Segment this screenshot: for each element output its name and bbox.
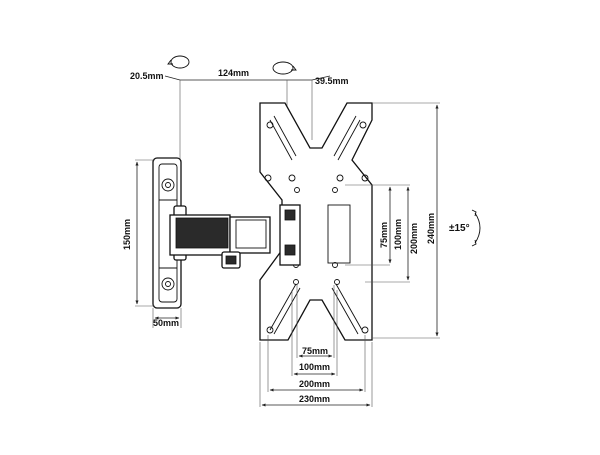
dim-200-vertical-label: 200mm (409, 223, 419, 254)
tilt-arrow-icon (471, 209, 481, 247)
dim-240-label: 240mm (426, 213, 436, 244)
dim-75-horizontal-label: 75mm (302, 346, 328, 356)
dim-39-5-label: 39.5mm (315, 76, 349, 86)
dim-75-vertical-label: 75mm (379, 222, 389, 248)
dim-50-label: 50mm (153, 318, 179, 328)
bottom-dimension-lines (259, 285, 373, 407)
dim-100-vertical-label: 100mm (393, 219, 403, 250)
dim-50-lines (152, 308, 182, 328)
right-dimension-lines (345, 102, 440, 339)
dim-124-label: 124mm (218, 68, 249, 78)
dim-100-horizontal-label: 100mm (299, 362, 330, 372)
dim-20-5-label: 20.5mm (130, 71, 164, 81)
dim-230-label: 230mm (299, 394, 330, 404)
dim-150-label: 150mm (122, 219, 132, 250)
dim-150-lines (135, 159, 155, 307)
swivel-arrow-icon-left (167, 55, 190, 69)
swivel-arrow-icon-right (272, 61, 297, 75)
swivel-arm (169, 205, 271, 269)
dim-200-horizontal-label: 200mm (299, 379, 330, 389)
vesa-plate (259, 102, 373, 341)
wall-plate (152, 157, 182, 309)
tilt-label: ±15° (449, 223, 470, 234)
